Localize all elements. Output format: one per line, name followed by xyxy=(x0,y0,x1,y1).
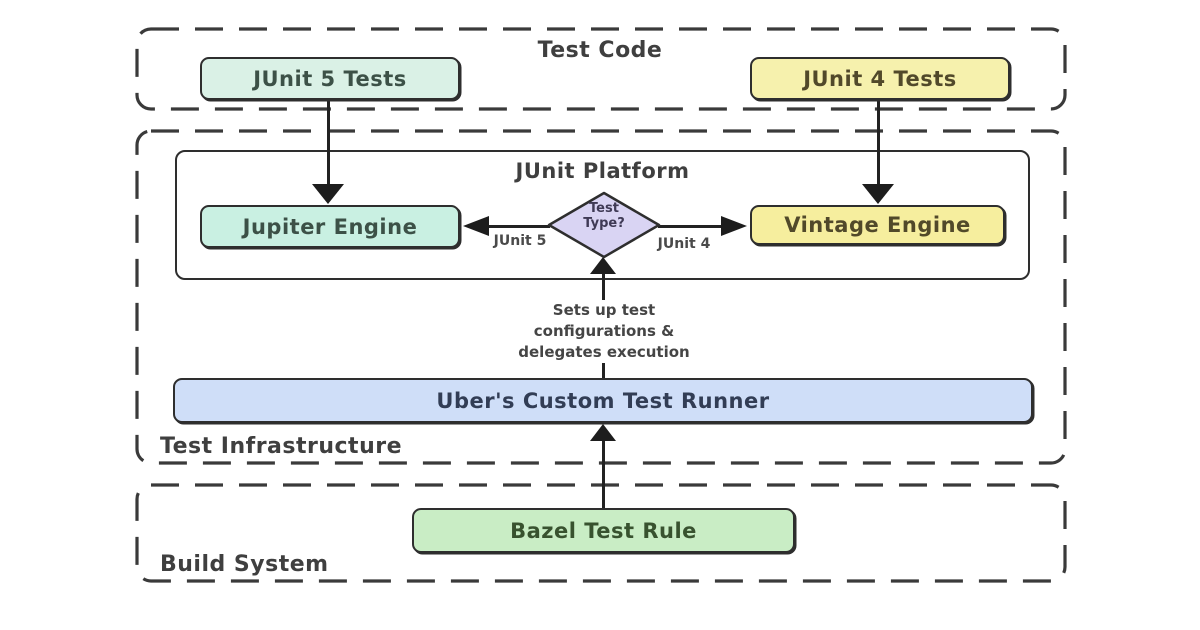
junit-platform-label: JUnit Platform xyxy=(515,159,690,183)
build-system-group-label: Build System xyxy=(160,552,329,577)
arrow-junit4-to-vintage-head xyxy=(862,184,894,204)
node-jupiter-engine-label: Jupiter Engine xyxy=(242,214,418,239)
runner-annotation: Sets up test configurations & delegates … xyxy=(500,300,708,363)
decision-diamond-shape xyxy=(547,191,661,259)
node-junit4-tests: JUnit 4 Tests xyxy=(750,57,1010,100)
arrow-decision-to-jupiter-head xyxy=(463,216,489,236)
node-test-type-decision-label: Test Type? xyxy=(583,201,625,231)
test-infrastructure-group-label: Test Infrastructure xyxy=(160,434,403,459)
node-bazel-test-rule-label: Bazel Test Rule xyxy=(510,518,697,543)
node-uber-custom-test-runner-label: Uber's Custom Test Runner xyxy=(436,388,770,413)
arrow-junit5-to-jupiter-head xyxy=(312,184,344,204)
arrow-decision-to-vintage-head xyxy=(721,216,747,236)
node-jupiter-engine: Jupiter Engine xyxy=(200,205,460,248)
node-vintage-engine: Vintage Engine xyxy=(750,205,1005,245)
arrow-bazel-to-runner-line xyxy=(602,440,605,508)
arrow-decision-to-jupiter-line xyxy=(486,225,550,228)
arrow-junit5-to-jupiter-line xyxy=(327,99,330,185)
arrow-decision-to-vintage-line xyxy=(658,225,723,228)
node-junit5-tests-label: JUnit 5 Tests xyxy=(253,66,407,91)
node-test-type-decision: Test Type? xyxy=(546,191,662,259)
node-junit4-tests-label: JUnit 4 Tests xyxy=(803,66,957,91)
test-code-group-label: Test Code xyxy=(537,38,663,63)
node-vintage-engine-label: Vintage Engine xyxy=(784,213,971,237)
edge-label-junit4: JUnit 4 xyxy=(657,236,711,252)
node-uber-custom-test-runner: Uber's Custom Test Runner xyxy=(173,378,1033,423)
arrow-runner-to-decision-head xyxy=(590,257,616,274)
node-bazel-test-rule: Bazel Test Rule xyxy=(412,508,795,553)
edge-label-junit5: JUnit 5 xyxy=(493,233,547,249)
arrow-bazel-to-runner-head xyxy=(590,424,616,441)
node-junit5-tests: JUnit 5 Tests xyxy=(200,57,460,100)
arrow-junit4-to-vintage-line xyxy=(877,99,880,185)
